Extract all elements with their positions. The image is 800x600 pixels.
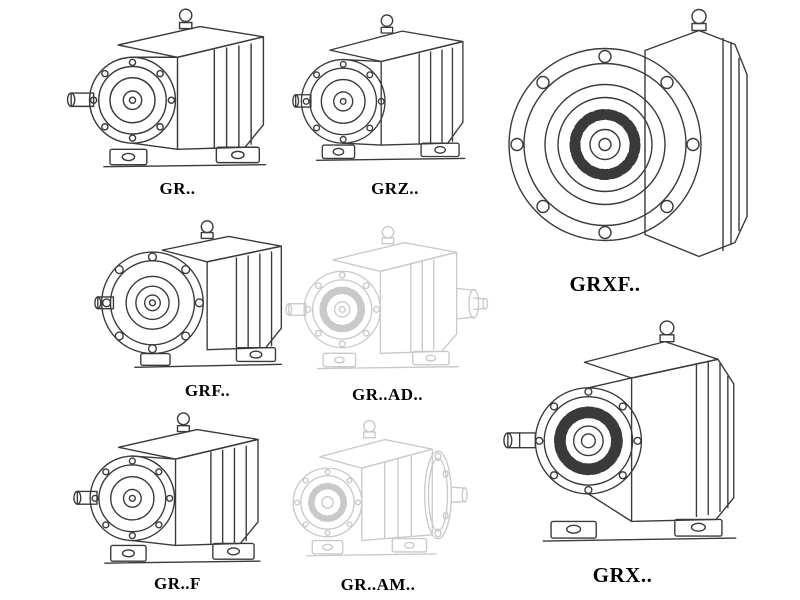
gr-gearbox-drawing <box>65 2 290 178</box>
gr-am-gearbox-drawing <box>278 408 478 574</box>
model-cell-grz: GRZ.. <box>290 2 480 202</box>
grf-gearbox-drawing <box>90 212 295 380</box>
grx-gearbox-drawing-icon <box>503 320 737 542</box>
model-label-gr-am: GR..AM.. <box>340 575 416 594</box>
gr-f-gearbox-drawing <box>65 408 290 573</box>
model-label-gr: GR.. <box>159 179 196 198</box>
model-label-gr-f: GR..F <box>154 573 201 593</box>
model-cell-grx: GRX.. <box>500 300 775 588</box>
model-cell-gr: GR.. <box>65 2 290 202</box>
model-label-grf: GRF.. <box>184 381 231 400</box>
model-cell-grf: GRF.. <box>90 212 295 404</box>
model-label-grx: GRX.. <box>592 563 653 587</box>
gr-am-gearbox-drawing-icon <box>292 419 468 557</box>
model-label-gr-ad: GR..AD.. <box>351 385 424 404</box>
grx-gearbox-drawing <box>500 300 775 564</box>
model-cell-gr-ad: GR..AD.. <box>285 212 490 408</box>
grz-gearbox-drawing-icon <box>292 14 466 161</box>
gr-ad-gearbox-drawing <box>285 212 490 384</box>
grz-gearbox-drawing <box>290 2 480 178</box>
grxf-gearbox-drawing-icon <box>508 8 748 258</box>
grxf-gearbox-drawing <box>495 2 765 273</box>
gr-ad-gearbox-drawing-icon <box>285 225 489 370</box>
model-cell-gr-am: GR..AM.. <box>278 408 478 598</box>
gr-gearbox-drawing-icon <box>66 8 267 168</box>
model-cell-grxf: GRXF.. <box>495 2 765 297</box>
grf-gearbox-drawing-icon <box>94 220 283 368</box>
gr-f-gearbox-drawing-icon <box>73 412 261 564</box>
model-label-grz: GRZ.. <box>371 179 419 198</box>
model-cell-gr-f: GR..F <box>65 408 290 596</box>
model-label-grxf: GRXF.. <box>569 272 641 296</box>
